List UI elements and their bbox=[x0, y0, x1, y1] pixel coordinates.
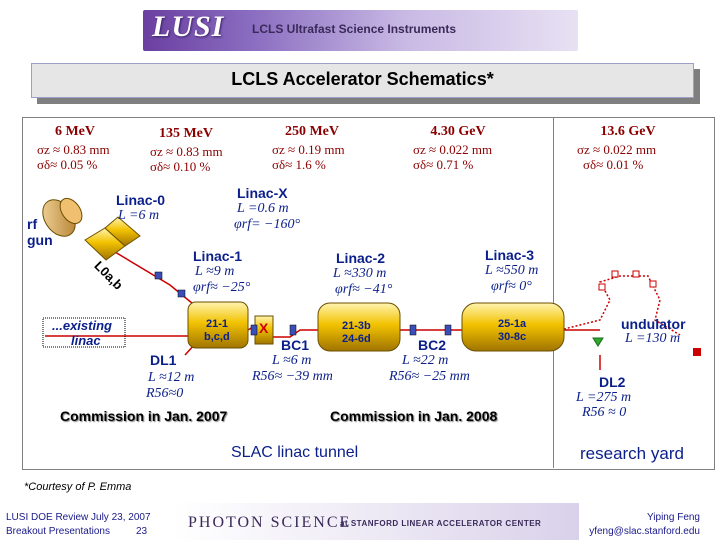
linac0-pipe bbox=[84, 216, 141, 261]
bc1-name: BC1 bbox=[281, 337, 310, 353]
author-email[interactable]: yfeng@slac.stanford.edu bbox=[589, 526, 700, 537]
station-sigma-delta: σδ≈ 0.71 % bbox=[413, 157, 474, 172]
undulator-name: undulator bbox=[621, 316, 686, 332]
footer-left: LUSI DOE Review July 23, 2007 Breakout P… bbox=[6, 511, 151, 539]
bc2-length: L ≈22 m bbox=[402, 353, 449, 368]
title-box bbox=[31, 63, 694, 98]
footer-breakout-text: Breakout Presentations bbox=[6, 526, 110, 537]
bc1-length: L ≈6 m bbox=[272, 353, 312, 368]
sector-21-3b: 21-3b bbox=[342, 320, 371, 332]
author-name: Yiping Feng bbox=[647, 512, 700, 523]
linac1-name: Linac-1 bbox=[193, 248, 243, 264]
station-energy: 135 MeV bbox=[158, 126, 214, 141]
bc2-r56: R56≈ −25 mm bbox=[389, 369, 470, 384]
dl1-r56: R56≈0 bbox=[146, 386, 184, 401]
header-banner bbox=[143, 10, 578, 51]
linac3-phase: φrf≈ 0° bbox=[491, 279, 532, 294]
station-sigma-z: σz ≈ 0.83 mm bbox=[37, 142, 110, 157]
station-sigma-z: σz ≈ 0.19 mm bbox=[272, 142, 345, 157]
dl1-length: L ≈12 m bbox=[148, 370, 195, 385]
bend-magnets bbox=[154, 271, 452, 336]
commission-2008: Commission in Jan. 2008 bbox=[330, 408, 498, 424]
linac1-pipe bbox=[187, 301, 249, 349]
header-subtitle: LCLS Ultrafast Science Instruments bbox=[252, 22, 457, 36]
footer-review-title: LUSI DOE Review July 23, 2007 bbox=[6, 512, 151, 523]
station-sigma-delta: σδ≈ 0.05 % bbox=[37, 157, 98, 172]
sector-21-1: 21-1 bbox=[206, 318, 229, 330]
dl2-beamline bbox=[559, 275, 681, 336]
dl2-r56: R56 ≈ 0 bbox=[582, 405, 627, 420]
rf-gun-line2: gun bbox=[27, 232, 53, 248]
tunnel-label: SLAC linac tunnel bbox=[231, 444, 359, 461]
courtesy-note: *Courtesy of P. Emma bbox=[24, 481, 132, 493]
photon-science-logo: PHOTON SCIENCE bbox=[188, 514, 352, 531]
linac3-pipe bbox=[461, 302, 565, 352]
footer-banner bbox=[172, 503, 579, 540]
linac3-length: L ≈550 m bbox=[485, 263, 539, 278]
commission-2007: Commission in Jan. 2007 bbox=[60, 408, 228, 424]
linac2-length: L ≈330 m bbox=[333, 266, 387, 281]
tunnel-yard-divider bbox=[553, 118, 554, 468]
sector-30-8c: 30-8c bbox=[498, 331, 527, 343]
sector-21-1-bcd: b,c,d bbox=[204, 331, 230, 343]
research-yard-label: research yard bbox=[580, 444, 684, 463]
linac2-name: Linac-2 bbox=[336, 250, 386, 266]
bc2-name: BC2 bbox=[418, 337, 447, 353]
station-sigma-delta: σδ≈ 0.01 % bbox=[583, 157, 644, 172]
footer-right: Yiping Feng yfeng@slac.stanford.edu bbox=[580, 511, 700, 539]
station-energy: 6 MeV bbox=[54, 124, 96, 139]
bc1-r56: R56≈ −39 mm bbox=[252, 369, 333, 384]
diagram-frame bbox=[22, 117, 715, 470]
footer-breakout: Breakout Presentations 23 bbox=[6, 525, 151, 539]
linacx-marker: X bbox=[259, 320, 269, 336]
lusi-logo: LUSI bbox=[152, 10, 225, 43]
dl2-name: DL2 bbox=[599, 374, 626, 390]
linac2-pipe bbox=[317, 302, 401, 352]
rf-gun-line1: rf bbox=[27, 216, 38, 232]
sector-25-1a: 25-1a bbox=[498, 318, 527, 330]
existing-linac-outline bbox=[42, 317, 126, 348]
existing-linac-label: ...existing linac bbox=[52, 318, 112, 348]
page-number: 23 bbox=[135, 526, 148, 537]
slac-logo-text: at STANFORD LINEAR ACCELERATOR CENTER bbox=[340, 519, 542, 528]
station-energy: 250 MeV bbox=[284, 124, 340, 139]
linacx-phase: φrf= −160° bbox=[234, 217, 301, 232]
linac0-name: Linac-0 bbox=[116, 192, 166, 208]
undulator-length: L =130 m bbox=[625, 331, 681, 346]
station-sigma-z: σz ≈ 0.022 mm bbox=[577, 142, 657, 157]
dl1-name: DL1 bbox=[150, 352, 177, 368]
linacx-name: Linac-X bbox=[237, 185, 288, 201]
linacx-length: L =0.6 m bbox=[237, 201, 289, 216]
existing-linac-line2: linac bbox=[71, 333, 101, 348]
rf-gun-icon bbox=[42, 197, 83, 237]
linac1-length: L ≈9 m bbox=[195, 264, 235, 279]
dump-marker bbox=[693, 348, 701, 356]
station-sigma-z: σz ≈ 0.022 mm bbox=[413, 142, 493, 157]
linac0-length: L =6 m bbox=[118, 208, 160, 223]
undulator-icon bbox=[592, 337, 604, 347]
linac3-name: Linac-3 bbox=[485, 247, 535, 263]
linac1-phase: φrf≈ −25° bbox=[193, 280, 251, 295]
station-sigma-delta: σδ≈ 1.6 % bbox=[272, 157, 326, 172]
rf-gun-label: rf gun bbox=[27, 216, 53, 248]
existing-linac-line1: ...existing bbox=[52, 318, 112, 333]
dl2-length: L =275 m bbox=[576, 390, 632, 405]
station-sigma-z: σz ≈ 0.83 mm bbox=[150, 144, 223, 159]
station-energy: 4.30 GeV bbox=[430, 124, 486, 139]
sector-24-6d: 24-6d bbox=[342, 333, 371, 345]
yard-magnets bbox=[598, 270, 657, 291]
linac2-phase: φrf≈ −41° bbox=[335, 282, 393, 297]
station-energy: 13.6 GeV bbox=[600, 124, 656, 139]
station-sigma-delta: σδ≈ 0.10 % bbox=[150, 159, 211, 174]
slide-title: LCLS Accelerator Schematics* bbox=[231, 69, 494, 89]
